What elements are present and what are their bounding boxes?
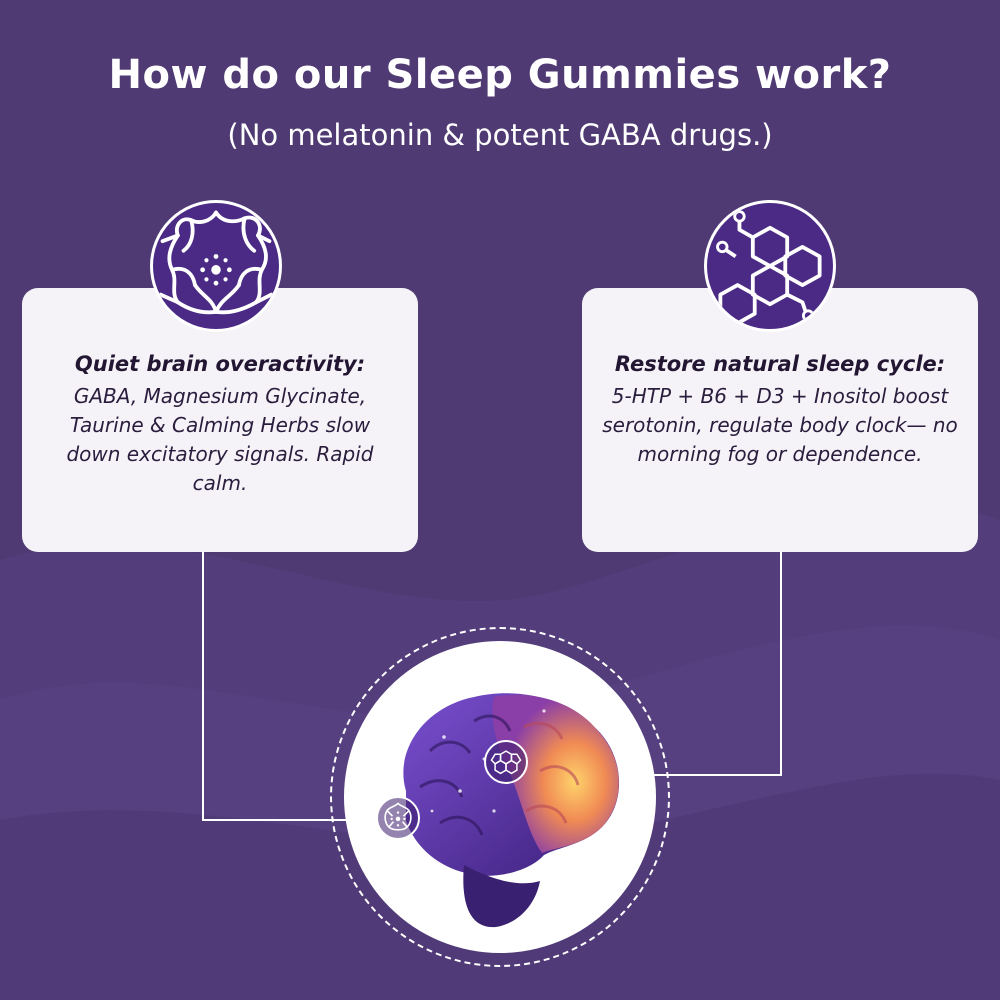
page-title: How do our Sleep Gummies work? [108, 52, 892, 98]
neuron-network-icon [150, 200, 282, 332]
card-body: 5-HTP + B6 + D3 + Inositol boost seroton… [602, 384, 958, 466]
card-quiet-brain: Quiet brain overactivity: GABA, Magnesiu… [22, 288, 418, 552]
neuron-marker-icon [376, 796, 420, 840]
card-sleep-cycle: Restore natural sleep cycle: 5-HTP + B6 … [582, 288, 978, 552]
brain-frame [330, 627, 670, 967]
card-heading: Restore natural sleep cycle: [614, 352, 946, 376]
card-body: GABA, Magnesium Glycinate, Taurine & Cal… [66, 384, 374, 495]
hexagon-molecule-icon [704, 200, 836, 332]
card-heading: Quiet brain overactivity: [74, 352, 366, 376]
hexagon-marker-icon [484, 740, 528, 784]
page-subtitle: (No melatonin & potent GABA drugs.) [227, 118, 773, 152]
